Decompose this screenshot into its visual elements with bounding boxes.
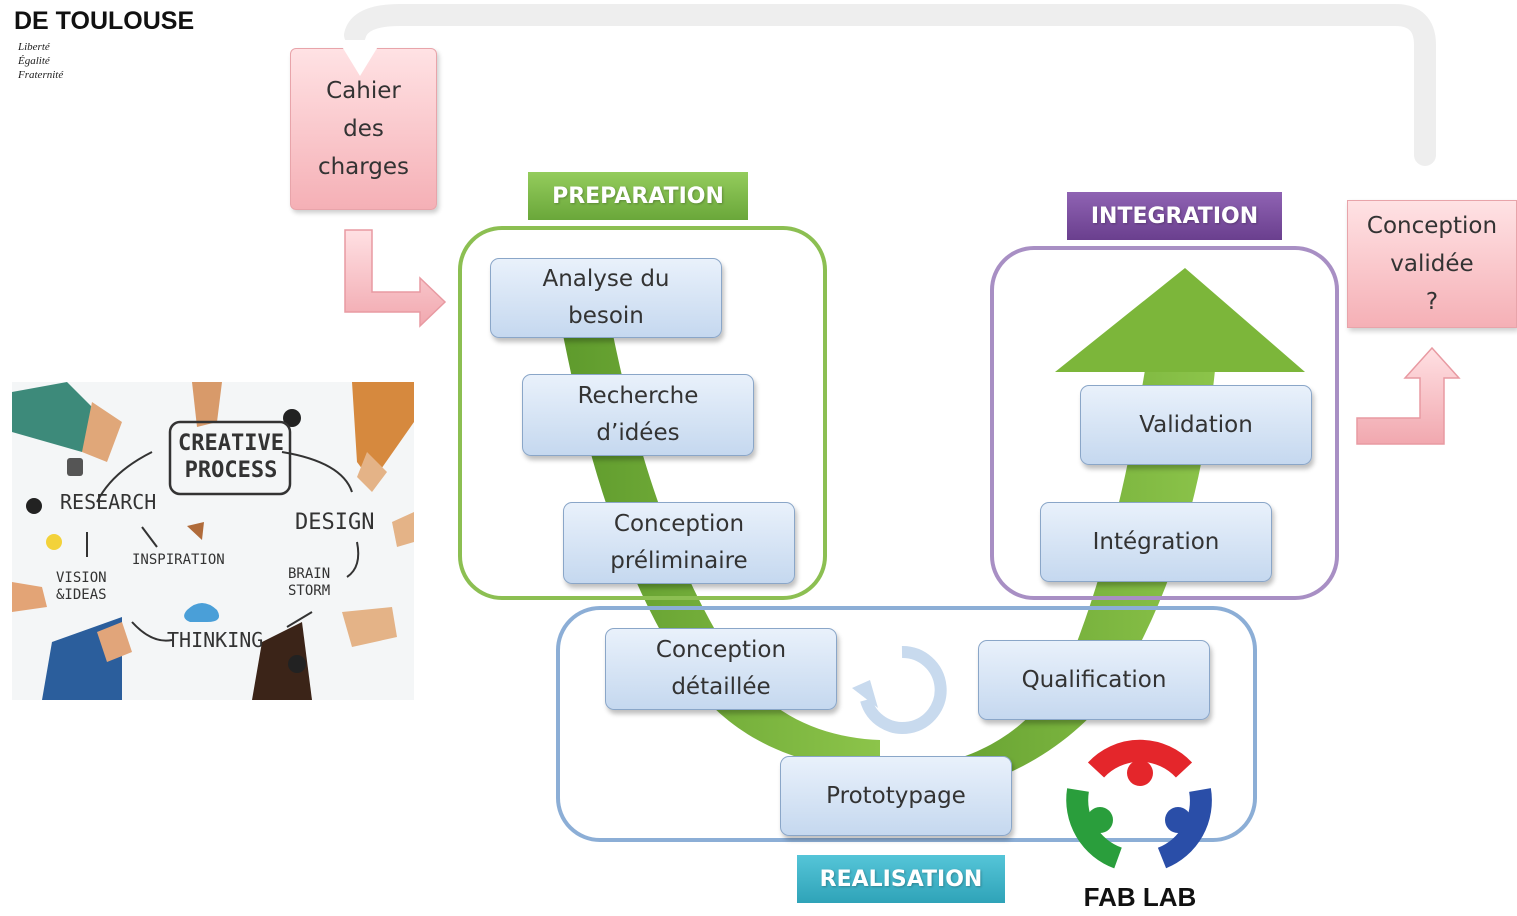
input-arrow: [344, 229, 447, 328]
cahier-line-1: Cahier: [326, 78, 401, 104]
motto: Liberté Égalité Fraternité: [18, 40, 63, 82]
creative-process-title: CREATIVE PROCESS: [178, 430, 284, 484]
inspiration-word: INSPIRATION: [132, 552, 225, 568]
step-integration: Intégration: [1040, 502, 1272, 582]
motto-fraternite: Fraternité: [18, 69, 64, 81]
scroll-notch: [338, 40, 382, 76]
creative-process-image: CREATIVE PROCESS RESEARCH DESIGN INSPIRA…: [12, 382, 414, 700]
step-analyse-besoin: Analyse du besoin: [490, 258, 722, 338]
step-qualification-label: Qualification: [1021, 666, 1167, 693]
step-conception-preliminaire: Conception préliminaire: [563, 502, 795, 584]
integration-frame: [990, 246, 1339, 600]
step-concdet-line-2: détaillée: [671, 674, 771, 700]
validee-line-2: validée: [1390, 251, 1474, 277]
storm-word: STORM: [288, 583, 331, 599]
step-recherche-line-2: d’idées: [596, 420, 680, 446]
step-prototypage-label: Prototypage: [826, 782, 966, 809]
step-conception-detaillee: Conception détaillée: [605, 628, 837, 710]
feedback-loop-arrow: [344, 4, 1436, 166]
realisation-frame: [556, 606, 1257, 842]
step-analyse-line-2: besoin: [568, 303, 644, 329]
ideas-word: &IDEAS: [56, 587, 107, 603]
v-arrow-right-branch: [880, 370, 1215, 800]
step-integration-label: Intégration: [1092, 528, 1220, 555]
fablab-label: FAB LAB: [1083, 882, 1197, 912]
v-arrow-head: [1055, 268, 1305, 372]
motto-egalite: Égalité: [18, 55, 50, 67]
academy-name: DE TOULOUSE: [14, 7, 195, 35]
step-concpre-line-2: préliminaire: [610, 548, 748, 574]
step-validation-label: Validation: [1139, 411, 1253, 438]
motto-liberte: Liberté: [18, 41, 50, 53]
vision-word: VISION: [56, 570, 107, 586]
integration-label: INTEGRATION: [1067, 192, 1282, 240]
brain-word: BRAIN: [288, 566, 331, 582]
fablab-logo-icon: [1066, 739, 1212, 869]
academy-header: DE TOULOUSE: [14, 0, 194, 36]
step-prototypage: Prototypage: [780, 756, 1012, 836]
iteration-cycle-arrowhead: [852, 680, 878, 708]
research-word: RESEARCH: [60, 490, 157, 514]
step-validation: Validation: [1080, 385, 1312, 465]
step-qualification: Qualification: [978, 640, 1210, 720]
step-analyse-line-1: Analyse du: [542, 266, 670, 292]
iteration-cycle-icon: [860, 645, 947, 734]
cahier-line-3: charges: [317, 154, 410, 180]
step-recherche-line-1: Recherche: [577, 383, 699, 409]
realisation-label: REALISATION: [797, 855, 1005, 903]
validee-line-3: ?: [1425, 289, 1439, 315]
validee-line-1: Conception: [1366, 213, 1498, 239]
cahier-line-2: des: [343, 116, 384, 142]
preparation-frame: [458, 226, 827, 600]
creative-word: CREATIVE: [178, 431, 284, 456]
output-arrow: [1356, 346, 1461, 445]
step-concpre-line-1: Conception: [613, 511, 745, 537]
vision-ideas: VISION &IDEAS: [56, 570, 107, 604]
thinking-word: THINKING: [167, 628, 264, 652]
step-concdet-line-1: Conception: [655, 637, 787, 663]
step-recherche-idees: Recherche d’idées: [522, 374, 754, 456]
design-word: DESIGN: [295, 510, 375, 535]
creative-process-hands: [12, 382, 414, 700]
conception-validee-box: Conception validée ?: [1347, 200, 1517, 328]
preparation-label: PREPARATION: [528, 172, 748, 220]
brainstorm-word: BRAIN STORM: [288, 566, 330, 600]
process-word: PROCESS: [184, 458, 278, 483]
